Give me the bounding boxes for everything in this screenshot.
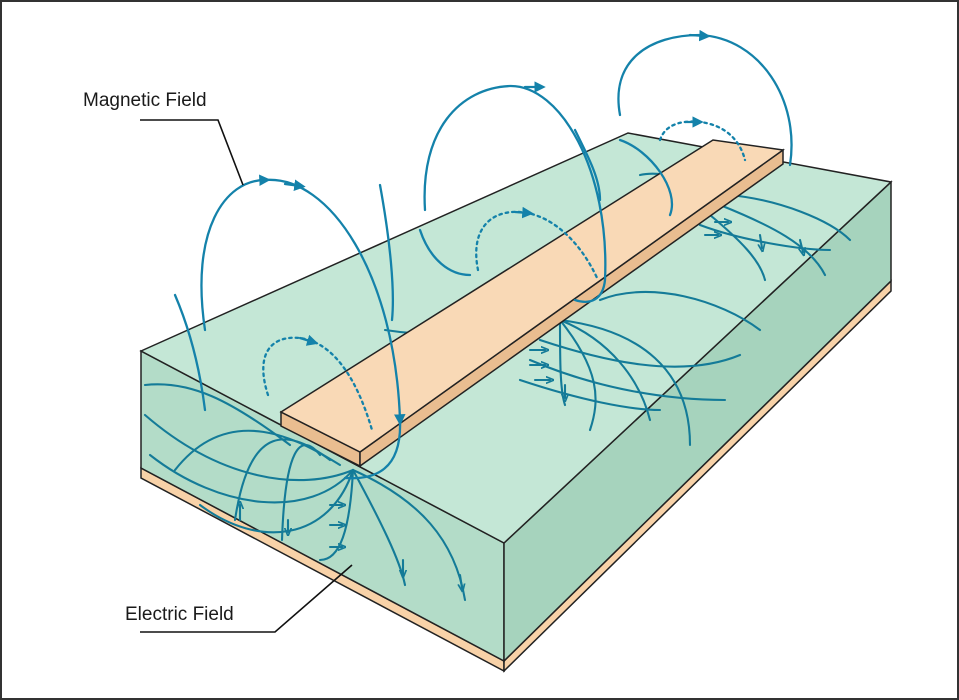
e-field-line [728,193,852,242]
e-field-line [538,338,742,368]
e-field-line [718,203,827,277]
electric-field-leader [140,564,353,633]
magnetic-loop-far-arrow [688,29,711,42]
e-field-line [800,238,803,252]
magnetic-field-label: Magnetic Field [83,90,207,111]
surface-field-arc [173,293,207,412]
magnetic-loop-mid-inner-arrow [513,206,534,219]
magnetic-loop-near-inner-arrow [298,334,319,346]
surface-field-arc [618,138,673,217]
e-field-line [143,383,292,447]
magnetic-loop-mid [423,84,607,303]
e-field-line [460,573,462,588]
magnetic-loop-near [200,174,406,480]
e-field-line [318,468,355,562]
trace-top-face [279,139,785,453]
e-field-line [143,413,355,482]
e-field-line [760,233,762,248]
magnetic-loop-near-inner [262,336,374,432]
e-field-line [558,318,652,422]
e-field-line [518,378,662,412]
surface-field-arc [418,228,472,277]
e-field-line [558,318,692,447]
magnetic-field-leader [140,119,244,186]
e-field-line [598,290,762,332]
electric-field-label: Electric Field [125,604,234,625]
surface-field-arc [378,183,394,322]
e-field-line [148,453,355,504]
magnetic-field-loops [173,29,793,480]
e-field-line [280,444,322,542]
surface-field-arc [573,128,602,202]
magnetic-loop-near-arrow [283,179,306,191]
e-field-line [528,358,727,402]
e-field-line [698,223,832,252]
